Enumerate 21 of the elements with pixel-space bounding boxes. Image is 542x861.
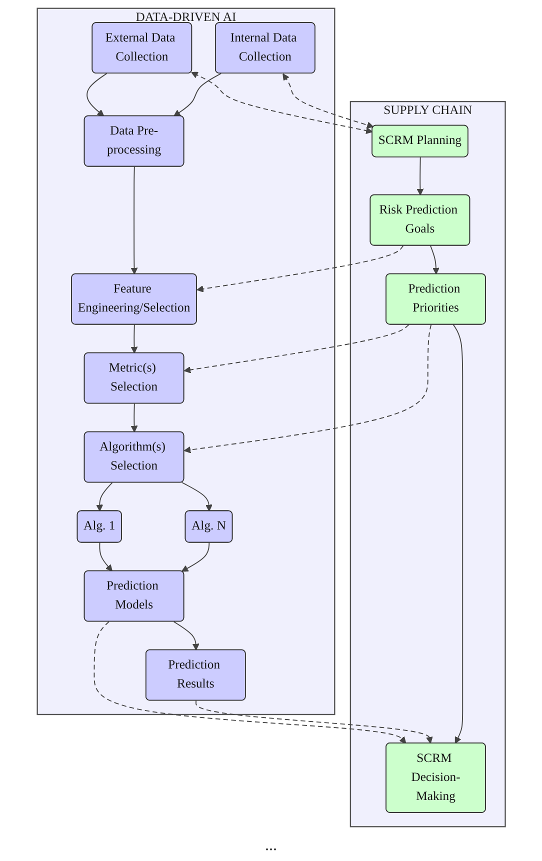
arrow — [282, 73, 374, 128]
arrow — [98, 542, 112, 572]
arrow — [173, 73, 222, 116]
arrow — [184, 324, 432, 454]
arrow — [416, 156, 424, 196]
arrow — [173, 621, 200, 650]
arrow — [93, 621, 406, 744]
arrow — [96, 482, 112, 512]
arrow — [195, 700, 433, 744]
arrow — [190, 72, 372, 134]
arrow — [180, 482, 212, 512]
arrow — [181, 542, 210, 572]
arrow — [86, 73, 107, 116]
arrow — [130, 324, 138, 354]
arrow — [430, 245, 440, 274]
arrow — [130, 403, 138, 432]
arrow — [196, 245, 404, 292]
arrow — [130, 166, 138, 274]
arrow — [184, 324, 410, 374]
arrow — [452, 324, 463, 744]
note-text: ... — [265, 837, 277, 855]
